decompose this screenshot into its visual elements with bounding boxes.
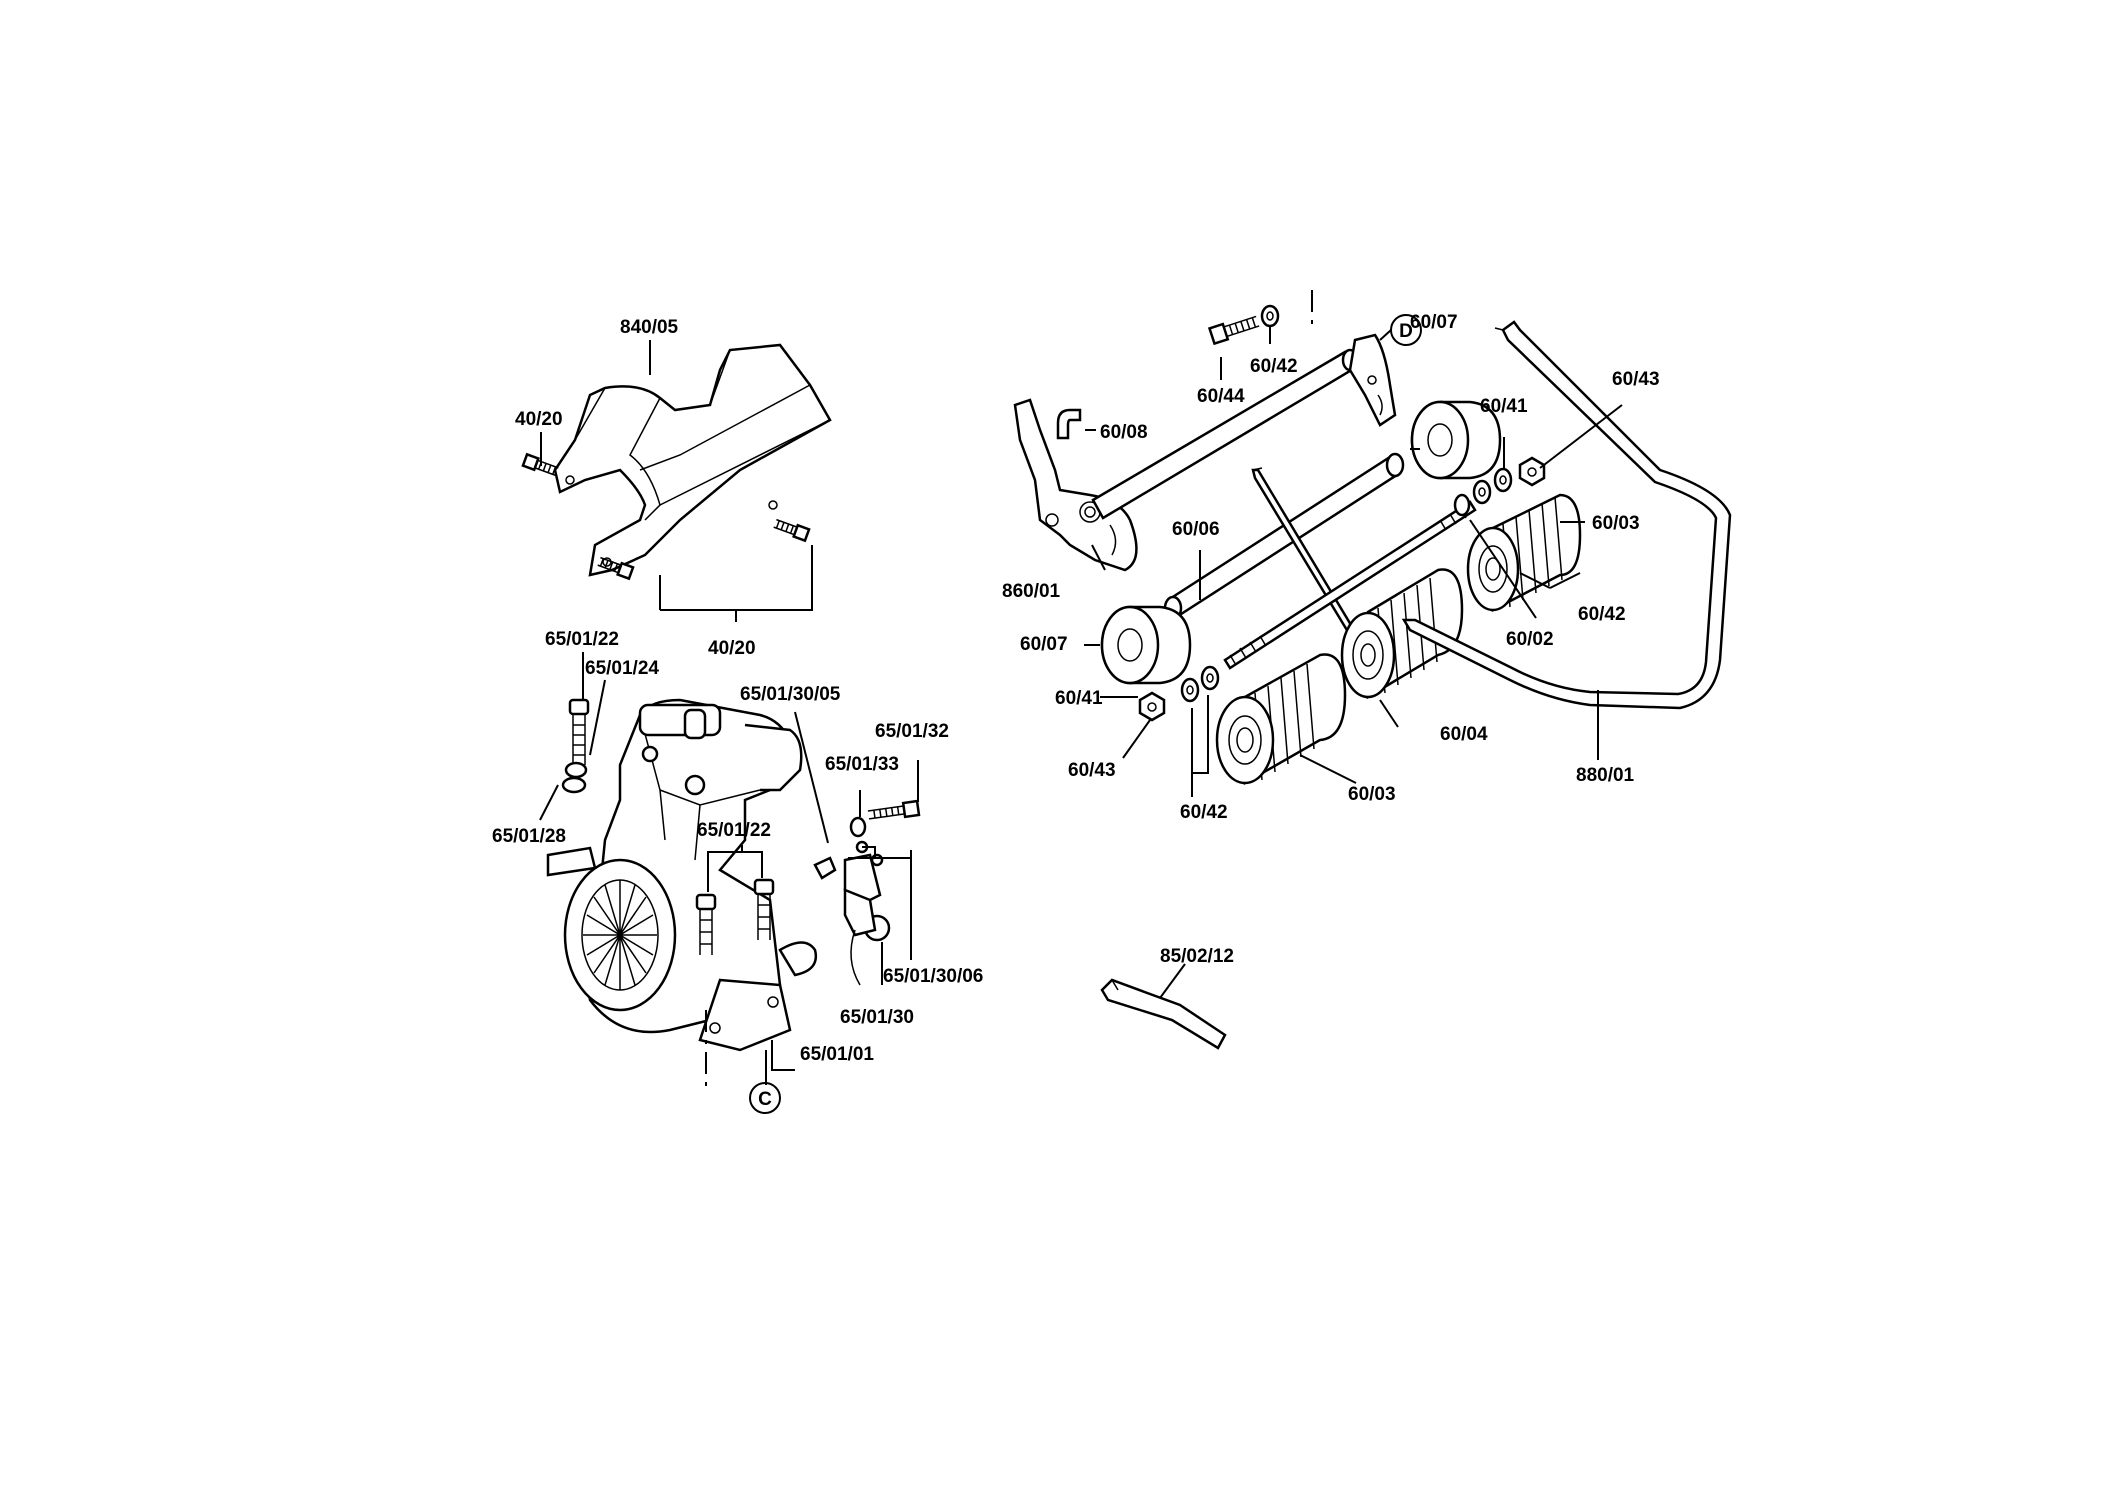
marker-d: D — [1379, 314, 1422, 346]
center-lines — [705, 290, 1313, 1090]
label-85-02-12: 85/02/12 — [1160, 946, 1234, 967]
label-60-42-left: 60/42 — [1180, 802, 1228, 823]
handle-bar-part — [1401, 320, 1732, 710]
label-60-02: 60/02 — [1506, 629, 1554, 650]
label-60-41-left: 60/41 — [1055, 688, 1103, 709]
roller-right — [1466, 493, 1582, 613]
engine-bolts — [561, 698, 775, 955]
svg-text:D: D — [1399, 321, 1413, 342]
clip-part — [1056, 408, 1082, 440]
label-60-07-top: 60/07 — [1410, 312, 1458, 333]
shaft-part — [1223, 500, 1477, 670]
label-65-01-28: 65/01/28 — [492, 826, 566, 847]
svg-text:C: C — [758, 1089, 772, 1110]
label-60-43-left: 60/43 — [1068, 760, 1116, 781]
label-60-42-right: 60/42 — [1578, 604, 1626, 625]
cover-screws — [521, 452, 811, 581]
label-65-01-30-05: 65/01/30/05 — [740, 684, 841, 705]
label-840-05: 840/05 — [620, 317, 679, 338]
label-65-01-30-06: 65/01/30/06 — [883, 966, 983, 987]
callout-labels: 840/05 40/20 40/20 65/01/22 65/01/24 65/… — [492, 312, 1660, 1065]
hex-key-part — [1100, 978, 1227, 1050]
switch-assembly — [813, 799, 921, 986]
label-65-01-01: 65/01/01 — [800, 1044, 874, 1065]
label-880-01: 880/01 — [1576, 765, 1635, 786]
spacer-top — [1410, 400, 1502, 480]
side-plate-part — [1013, 398, 1138, 572]
engine-part — [546, 698, 818, 1052]
label-60-43-top: 60/43 — [1612, 369, 1660, 390]
label-40-20-bottom: 40/20 — [708, 638, 756, 659]
label-65-01-32: 65/01/32 — [875, 721, 949, 742]
label-60-41-top: 60/41 — [1480, 396, 1528, 417]
marker-c: C — [749, 1082, 781, 1114]
leader-lines — [539, 327, 1623, 1085]
right-hardware — [1453, 456, 1546, 517]
label-60-06: 60/06 — [1172, 519, 1220, 540]
label-60-08: 60/08 — [1100, 422, 1148, 443]
cover-part — [553, 343, 832, 577]
label-65-01-24: 65/01/24 — [585, 658, 659, 679]
label-60-07-left: 60/07 — [1020, 634, 1068, 655]
label-60-44: 60/44 — [1197, 386, 1245, 407]
frame-screw — [1207, 304, 1280, 346]
label-60-04: 60/04 — [1440, 724, 1488, 745]
label-65-01-22-inner: 65/01/22 — [697, 820, 771, 841]
label-40-20-left: 40/20 — [515, 409, 563, 430]
cross-tube — [1091, 333, 1397, 520]
label-60-42-top: 60/42 — [1250, 356, 1298, 377]
label-60-03-front: 60/03 — [1348, 784, 1396, 805]
left-hardware — [1138, 665, 1220, 722]
label-60-03-right: 60/03 — [1592, 513, 1640, 534]
label-65-01-33: 65/01/33 — [825, 754, 899, 775]
label-65-01-22: 65/01/22 — [545, 629, 619, 650]
label-860-01: 860/01 — [1002, 581, 1061, 602]
roller-front — [1215, 653, 1347, 786]
label-65-01-30: 65/01/30 — [840, 1007, 914, 1028]
spacer-left — [1100, 605, 1192, 685]
